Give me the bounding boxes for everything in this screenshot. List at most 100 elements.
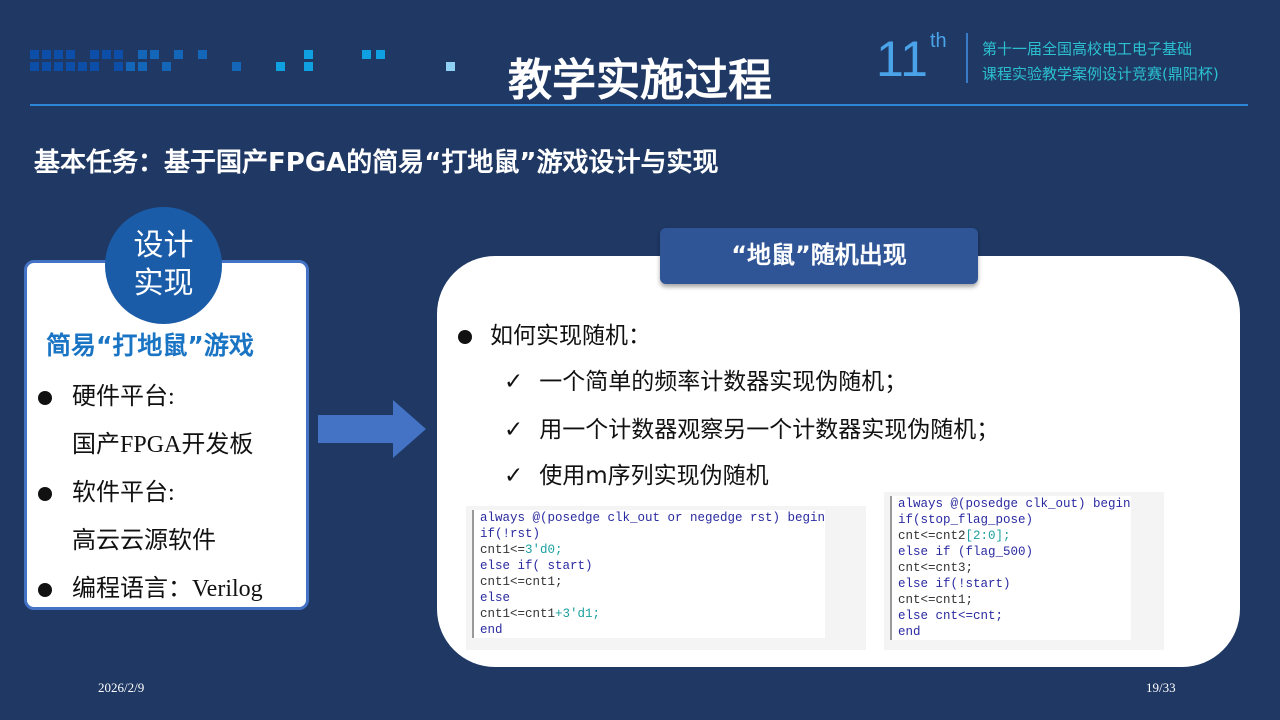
dot: [114, 50, 123, 59]
item-label: 编程语言：Verilog: [72, 576, 263, 602]
dot: [232, 62, 241, 71]
competition-line-1: 第十一届全国高校电工电子基础: [982, 40, 1193, 58]
language-item: 编程语言：Verilog: [38, 568, 263, 603]
dot: [138, 50, 147, 59]
code-token: else if(!start): [898, 577, 1011, 591]
code-line: else cnt<=cnt;: [898, 608, 1131, 624]
dot: [30, 50, 39, 59]
check-icon: ✓: [504, 463, 524, 489]
dot: [198, 50, 207, 59]
check-icon: ✓: [504, 417, 524, 443]
dot: [126, 62, 135, 71]
code-token: cnt1<=: [480, 543, 526, 557]
hardware-value: 国产FPGA开发板: [72, 432, 254, 458]
task-subtitle: 基本任务：基于国产FPGA的简易“打地鼠”游戏设计与实现: [34, 148, 719, 178]
dot: [376, 50, 385, 59]
dot: [54, 50, 63, 59]
code-line: always @(posedge clk_out or negedge rst)…: [480, 510, 825, 526]
dot: [66, 62, 75, 71]
date: 2026/2/9: [98, 680, 145, 695]
game-heading: 简易“打地鼠”游戏: [46, 331, 254, 360]
dot: [42, 50, 51, 59]
code-token: else: [480, 591, 511, 605]
bullet-icon: [38, 391, 52, 406]
dot: [54, 62, 63, 71]
code-line: else: [480, 590, 825, 606]
code-line: cnt<=cnt3;: [898, 560, 1131, 576]
code-line: if(!rst): [480, 526, 825, 542]
code-token: end: [480, 623, 503, 637]
dot: [446, 62, 455, 71]
dot: [30, 62, 39, 71]
code-token: if(!rst): [480, 527, 541, 541]
code-line: cnt1<=3'd0;: [480, 542, 825, 558]
question-text: 如何实现随机：: [490, 323, 651, 349]
code-line: if(stop_flag_pose): [898, 512, 1131, 528]
dot: [150, 50, 159, 59]
code-token: end: [898, 625, 921, 639]
code-line: else if( start): [480, 558, 825, 574]
page-title: 教学实施过程: [508, 55, 772, 106]
item-label: 硬件平台:: [72, 384, 175, 410]
badge-line-2: 实现: [133, 266, 194, 301]
code-line: end: [898, 624, 1131, 640]
code-token: 3'd0;: [525, 543, 563, 557]
code-token: +3'd1;: [555, 607, 601, 621]
dot: [90, 50, 99, 59]
hardware-item: 硬件平台:: [38, 376, 175, 411]
method-text: 用一个计数器观察另一个计数器实现伪随机；: [539, 417, 1000, 443]
dot: [276, 62, 285, 71]
code-token: else if( start): [480, 559, 593, 573]
dot: [304, 62, 313, 71]
software-item: 软件平台:: [38, 472, 175, 507]
code-line: end: [480, 622, 825, 638]
code-line: always @(posedge clk_out) begin: [898, 496, 1131, 512]
code-line: cnt<=cnt1;: [898, 592, 1131, 608]
dot: [42, 62, 51, 71]
code-line: cnt<=cnt2[2:0];: [898, 528, 1131, 544]
competition-name: 第十一届全国高校电工电子基础 课程实验教学案例设计竞赛(鼎阳杯): [982, 37, 1219, 87]
method-text: 使用m序列实现伪随机: [539, 463, 769, 489]
edition-suffix: th: [930, 30, 947, 52]
dot: [162, 62, 171, 71]
code-token: cnt<=cnt2: [898, 529, 966, 543]
code-token: else if (flag_500): [898, 545, 1034, 559]
bullet-icon: [458, 329, 472, 344]
code-token: else cnt<=cnt;: [898, 609, 1004, 623]
dot: [114, 62, 123, 71]
code-token: [2:0];: [965, 529, 1011, 543]
method-item: ✓ 使用m序列实现伪随机: [504, 456, 769, 490]
divider: [966, 33, 968, 83]
code-token: always @(posedge clk_out) begin: [898, 497, 1131, 511]
question: 如何实现随机：: [458, 316, 651, 350]
method-item: ✓一个简单的频率计数器实现伪随机；: [504, 362, 907, 396]
code-token: cnt1<=cnt1;: [480, 575, 563, 589]
dot: [90, 62, 99, 71]
code-line: cnt1<=cnt1;: [480, 574, 825, 590]
method-item: ✓ 用一个计数器观察另一个计数器实现伪随机；: [504, 410, 999, 444]
code-line: else if(!start): [898, 576, 1131, 592]
code-line: cnt1<=cnt1+3'd1;: [480, 606, 825, 622]
dot: [138, 62, 147, 71]
code-line: else if (flag_500): [898, 544, 1131, 560]
bullet-icon: [38, 487, 52, 502]
method-text: 一个简单的频率计数器实现伪随机；: [539, 369, 908, 395]
edition-number: 11: [876, 31, 928, 87]
code-token: cnt1<=cnt1: [480, 607, 556, 621]
dot: [362, 50, 371, 59]
badge-line-1: 设计: [133, 228, 194, 263]
right-arrow-icon: [318, 400, 426, 458]
competition-line-2: 课程实验教学案例设计竞赛(鼎阳杯): [982, 65, 1219, 83]
code-token: always @(posedge clk_out or negedge rst)…: [480, 511, 826, 525]
bullet-icon: [38, 583, 52, 598]
code-token: cnt<=cnt1;: [898, 593, 974, 607]
dot: [78, 62, 87, 71]
code-token: cnt<=cnt3;: [898, 561, 974, 575]
code-snippet-counter: always @(posedge clk_out or negedge rst)…: [466, 506, 866, 650]
header-divider: [30, 104, 1248, 106]
item-label: 软件平台:: [72, 480, 175, 506]
dot: [174, 50, 183, 59]
design-badge: 设计 实现: [105, 207, 222, 324]
